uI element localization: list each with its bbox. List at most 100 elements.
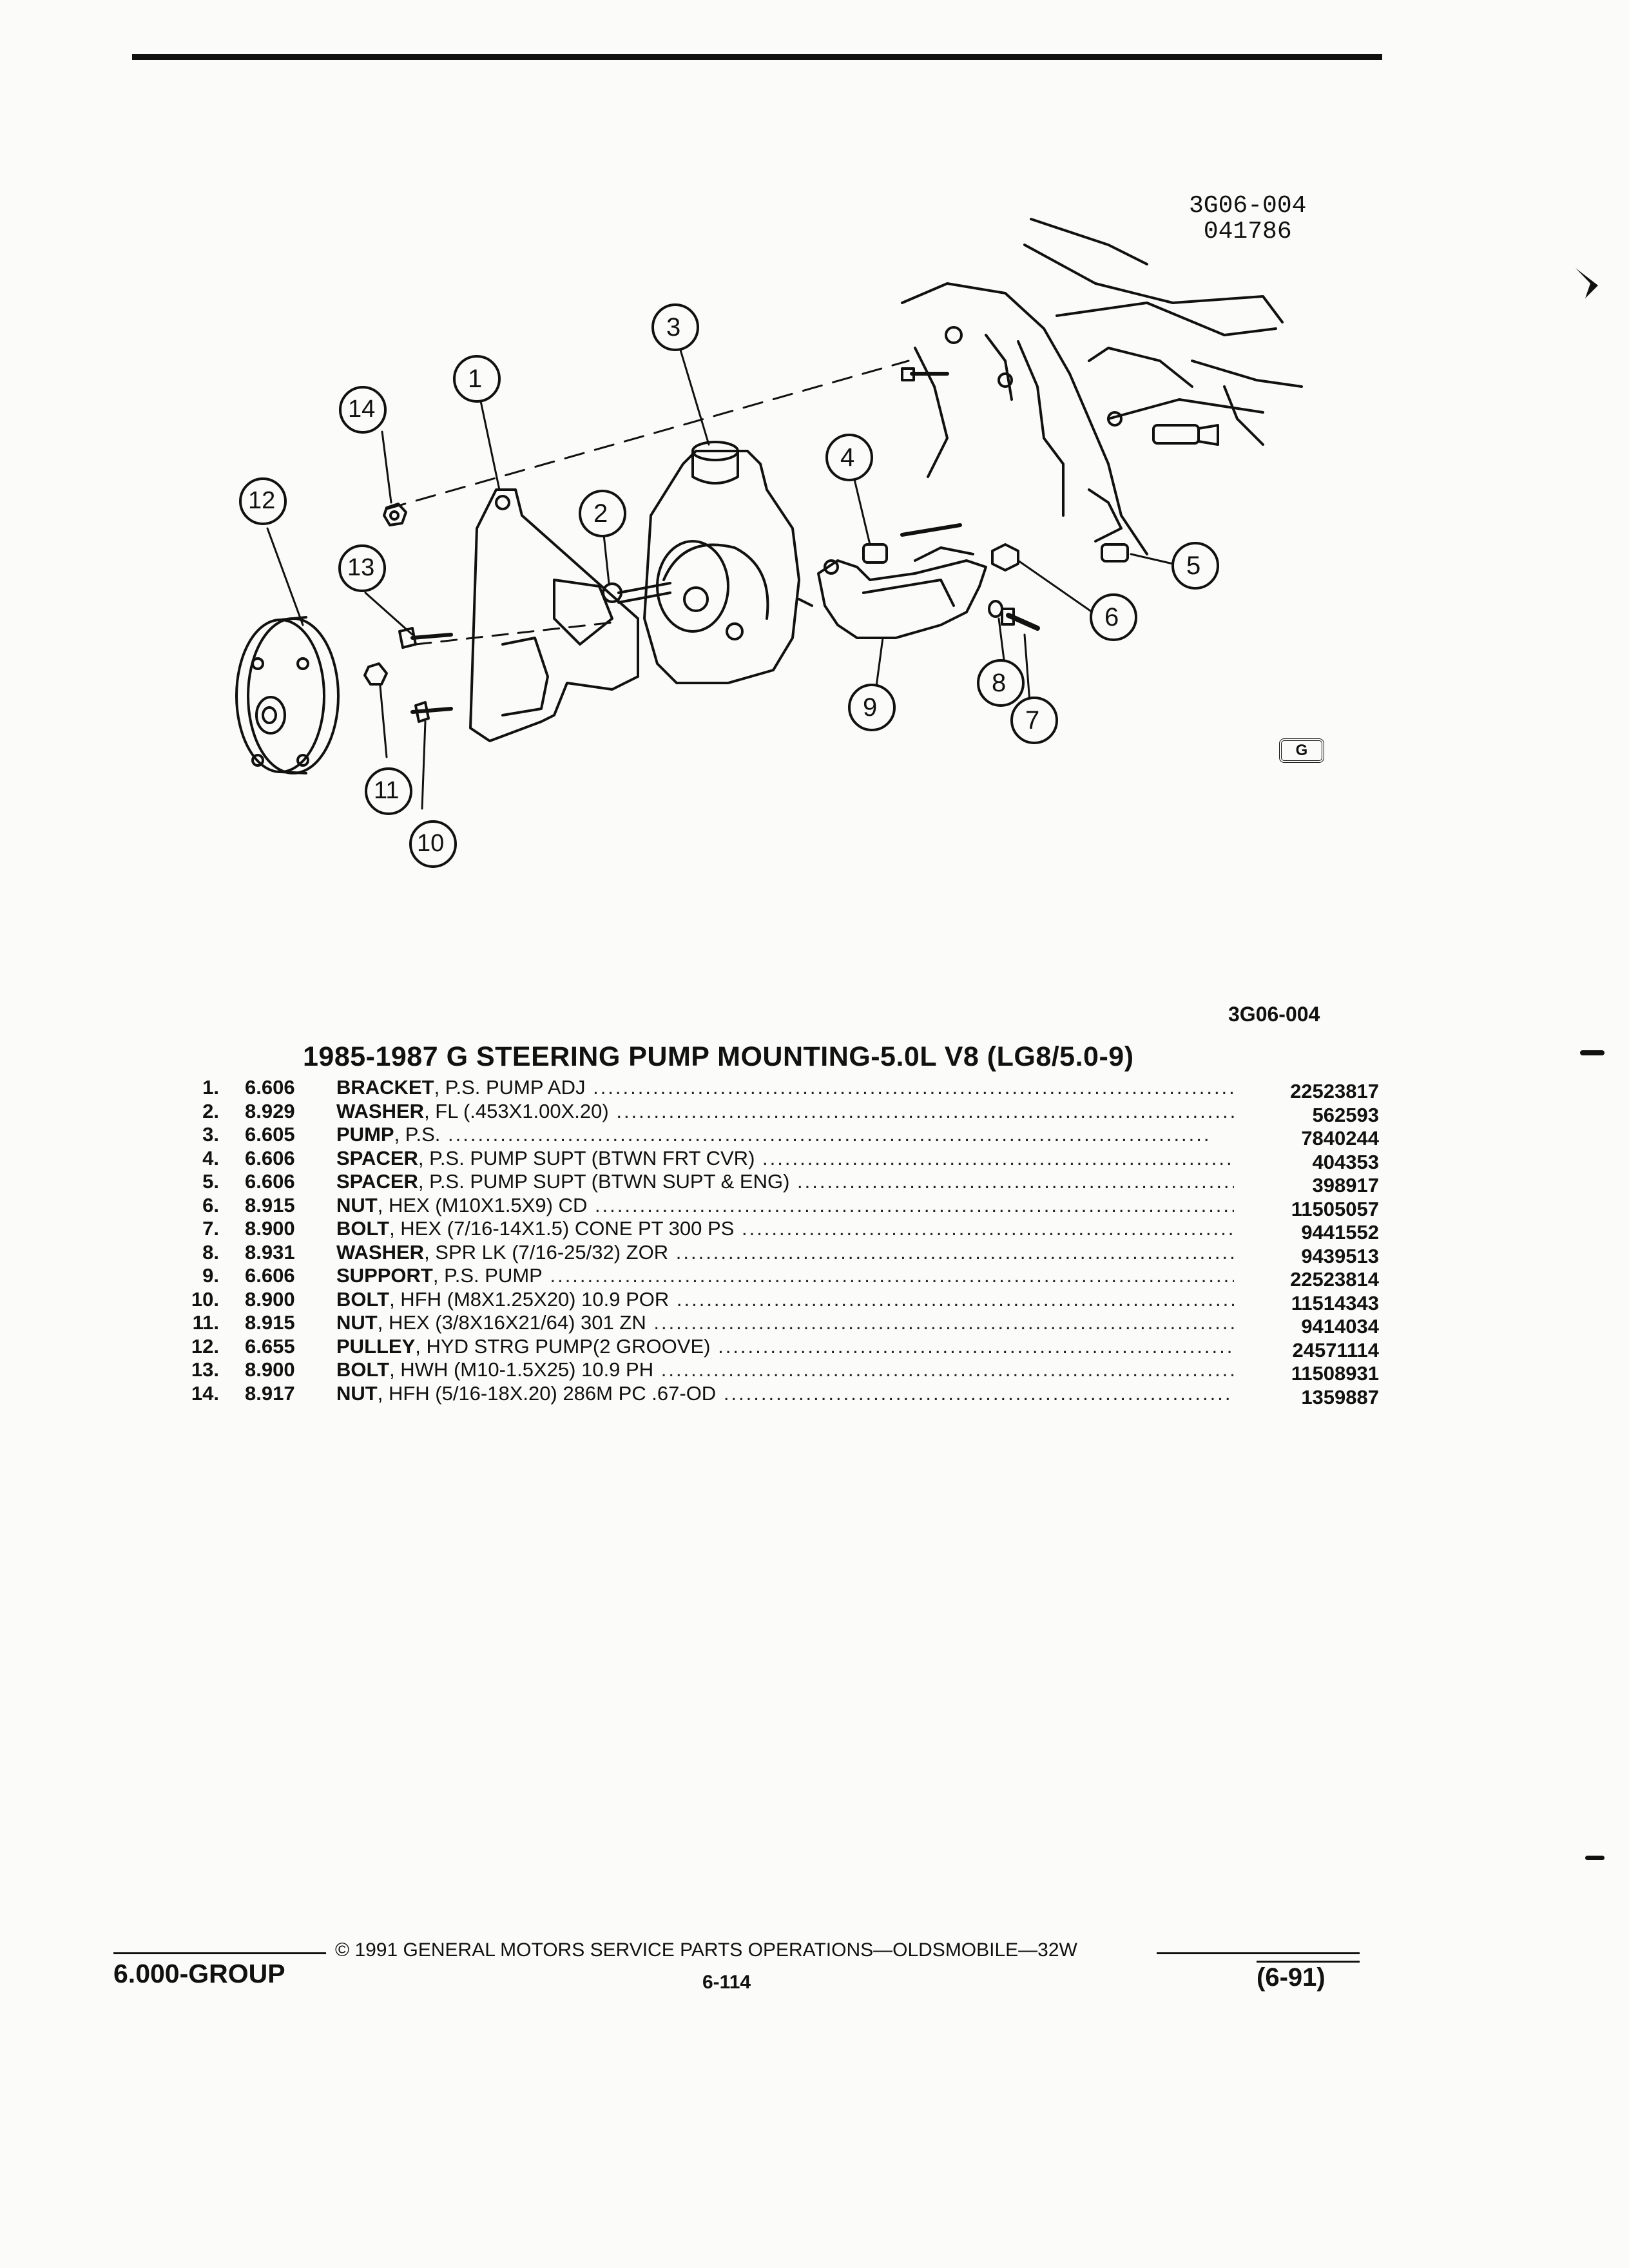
- part-description: BRACKET, P.S. PUMP ADJ .................…: [336, 1076, 1234, 1100]
- pulley-drawing: [235, 616, 340, 774]
- pump-drawing: [617, 441, 813, 684]
- part-description: SPACER, P.S. PUMP SUPT (BTWN SUPT & ENG)…: [336, 1170, 1234, 1194]
- nut-14-drawing: [383, 503, 407, 526]
- callout-3: 3: [666, 313, 681, 341]
- figure-id-block: 3G06-004 041786: [1189, 193, 1306, 245]
- dot-leader: ........................................…: [723, 1381, 1234, 1405]
- part-detail: , HFH (M8X1.25X20) 10.9 POR: [389, 1287, 670, 1311]
- dot-leader: ........................................…: [762, 1146, 1234, 1169]
- part-callout-number: 11.: [192, 1311, 219, 1334]
- part-group-number: 8.917: [245, 1381, 295, 1405]
- callout-8: 8: [992, 669, 1007, 697]
- edge-tick: [1580, 1050, 1605, 1055]
- part-detail: , P.S. PUMP ADJ: [434, 1076, 586, 1099]
- part-description: PULLEY, HYD STRG PUMP(2 GROOVE) ........…: [336, 1335, 1234, 1359]
- dot-leader: ........................................…: [676, 1287, 1234, 1311]
- part-description: NUT, HEX (M10X1.5X9) CD ................…: [336, 1194, 1234, 1218]
- part-description: BOLT, HFH (M8X1.25X20) 10.9 POR ........…: [336, 1288, 1234, 1312]
- part-detail: , SPR LK (7/16-25/32) ZOR: [424, 1240, 669, 1264]
- part-detail: , FL (.453X1.00X.20): [424, 1099, 609, 1122]
- part-callout-number: 14.: [191, 1381, 219, 1405]
- part-name: WASHER: [336, 1240, 425, 1264]
- footer-copyright: © 1991 GENERAL MOTORS SERVICE PARTS OPER…: [335, 1939, 1077, 1961]
- callout-1: 1: [468, 365, 483, 393]
- footer-group: 6.000-GROUP: [113, 1959, 285, 1988]
- part-name: PULLEY: [336, 1334, 416, 1358]
- part-name: BRACKET: [336, 1076, 434, 1099]
- figure-code: 3G06-004: [1228, 1003, 1320, 1026]
- part-number: 22523814: [1290, 1268, 1379, 1291]
- part-group-number: 6.606: [245, 1146, 295, 1169]
- callout-4: 4: [840, 443, 855, 472]
- dot-leader: ........................................…: [593, 1076, 1234, 1099]
- part-name: BOLT: [336, 1287, 390, 1311]
- part-callout-number: 9.: [202, 1264, 219, 1287]
- part-detail: , P.S. PUMP SUPT (BTWN FRT CVR): [418, 1146, 755, 1169]
- dot-leader: ........................................…: [675, 1240, 1234, 1264]
- part-name: PUMP: [336, 1123, 394, 1146]
- bracket-drawing: [469, 488, 639, 742]
- edge-tick: [1585, 1856, 1605, 1860]
- part-description: BOLT, HWH (M10-1.5X25) 10.9 PH .........…: [336, 1358, 1234, 1382]
- part-callout-number: 10.: [191, 1287, 219, 1311]
- part-number: 11508931: [1291, 1362, 1379, 1385]
- dot-leader: ........................................…: [653, 1311, 1234, 1334]
- part-number: 24571114: [1292, 1338, 1379, 1361]
- part-group-number: 8.900: [245, 1217, 295, 1240]
- footer-rule-right-lower: [1257, 1961, 1360, 1963]
- engine-block: [901, 218, 1303, 555]
- page-edge-mark: [1576, 268, 1598, 298]
- part-name: BOLT: [336, 1358, 390, 1381]
- dot-leader: ........................................…: [660, 1358, 1234, 1381]
- part-detail: , P.S. PUMP SUPT (BTWN SUPT & ENG): [418, 1170, 790, 1193]
- callout-5: 5: [1186, 552, 1201, 580]
- part-description: SPACER, P.S. PUMP SUPT (BTWN FRT CVR) ..…: [336, 1147, 1234, 1171]
- figure-id: 3G06-004: [1189, 192, 1307, 220]
- part-detail: , HEX (3/8X16X21/64) 301 ZN: [377, 1311, 646, 1334]
- dot-leader: ........................................…: [440, 1123, 1211, 1146]
- part-detail: , HEX (7/16-14X1.5) CONE PT 300 PS: [389, 1217, 735, 1240]
- nut-11-drawing: [363, 662, 388, 686]
- part-name: NUT: [336, 1381, 378, 1405]
- part-number: 9439513: [1301, 1244, 1379, 1267]
- gm-logo: G: [1279, 738, 1324, 763]
- part-callout-number: 2.: [202, 1099, 219, 1122]
- part-callout-number: 7.: [202, 1217, 219, 1240]
- part-group-number: 6.655: [245, 1334, 295, 1358]
- part-callout-number: 4.: [202, 1146, 219, 1169]
- part-number: 404353: [1312, 1150, 1379, 1173]
- dot-leader: ........................................…: [718, 1334, 1234, 1358]
- nut-6-drawing: [991, 543, 1019, 572]
- parts-row: 14. 8.917 NUT, HFH (5/16-18X.20) 286M PC .…: [161, 1381, 1379, 1408]
- part-description: WASHER, FL (.453X1.00X.20) .............…: [336, 1100, 1234, 1124]
- part-callout-number: 8.: [202, 1240, 219, 1264]
- part-description: SUPPORT, P.S. PUMP .....................…: [336, 1264, 1234, 1288]
- dot-leader: ........................................…: [797, 1170, 1234, 1193]
- bolt-10-drawing: [414, 701, 430, 723]
- part-detail: , P.S. PUMP: [432, 1264, 543, 1287]
- part-name: WASHER: [336, 1099, 425, 1122]
- washer-8-drawing: [988, 600, 1003, 618]
- bolt-13-drawing: [398, 627, 417, 649]
- part-name: NUT: [336, 1311, 378, 1334]
- part-name: SPACER: [336, 1170, 418, 1193]
- part-description: NUT, HFH (5/16-18X.20) 286M PC .67-OD ..…: [336, 1382, 1234, 1406]
- callout-2: 2: [593, 499, 608, 528]
- part-number: 11505057: [1291, 1197, 1379, 1220]
- part-group-number: 8.915: [245, 1193, 295, 1216]
- footer-rule-left: [113, 1952, 326, 1954]
- part-number: 11514343: [1291, 1291, 1379, 1314]
- footer-page-number: 6-114: [702, 1972, 751, 1993]
- part-group-number: 6.606: [245, 1170, 295, 1193]
- footer-date: (6-91): [1257, 1963, 1325, 1992]
- part-group-number: 8.900: [245, 1358, 295, 1381]
- part-name: SPACER: [336, 1146, 418, 1169]
